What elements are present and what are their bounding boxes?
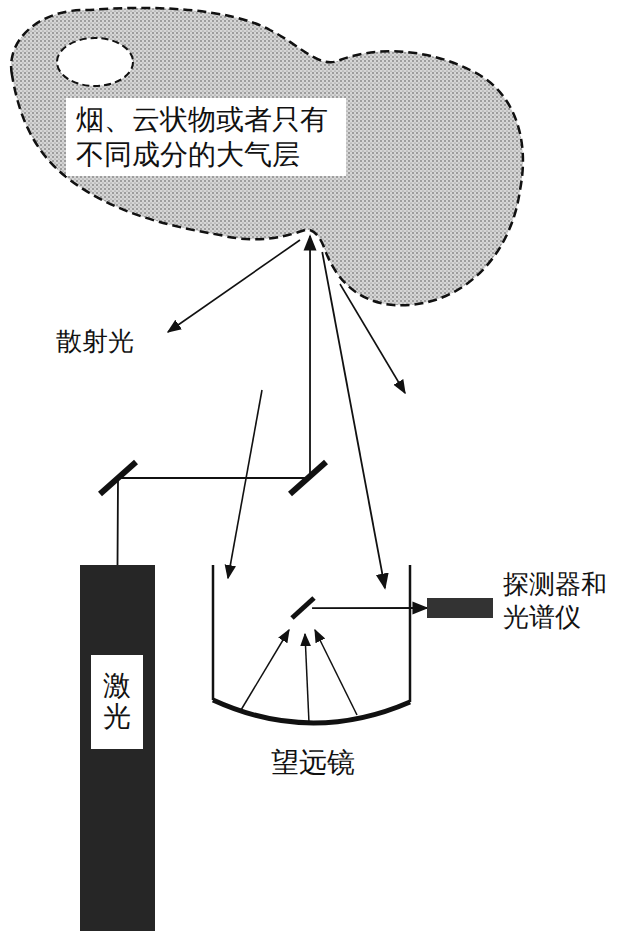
telescope: 望远镜 — [205, 560, 420, 740]
cloud-region: 烟、云状物或者只有 不同成分的大气层 — [0, 0, 530, 315]
scatter-arrow — [168, 240, 300, 332]
region-label: 烟、云状物或者只有 不同成分的大气层 — [76, 102, 336, 172]
laser-source: 激光 — [80, 565, 155, 931]
scatter-label: 散射光 — [56, 326, 134, 357]
laser-label: 激光 — [103, 671, 131, 733]
detector-body — [427, 598, 493, 618]
detector-label: 探测器和 光谱仪 — [503, 568, 615, 633]
laser-label-box: 激光 — [91, 655, 143, 749]
detector-block: 探测器和 光谱仪 — [427, 598, 493, 618]
light-path — [118, 236, 311, 565]
scatter-arrow — [228, 390, 262, 578]
telescope-outline — [205, 560, 420, 740]
telescope-label: 望远镜 — [205, 746, 420, 780]
caption-box: 烟、云状物或者只有 不同成分的大气层 — [66, 98, 346, 176]
